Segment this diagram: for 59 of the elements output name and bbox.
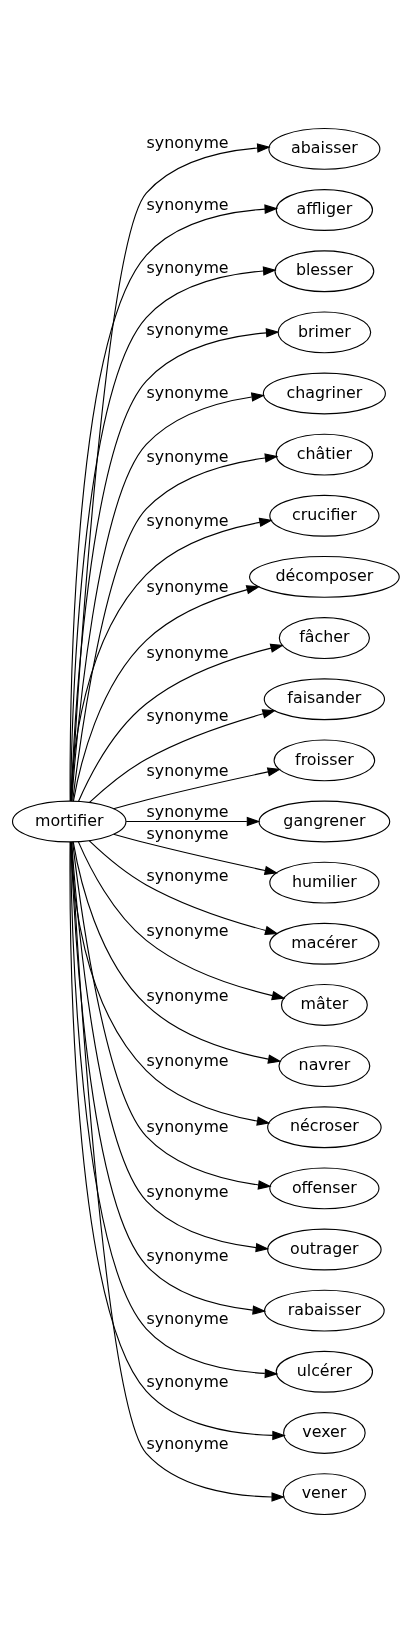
node-ellipse: crucifier — [269, 494, 380, 537]
edge-label: synonyme — [146, 1371, 229, 1391]
arrow — [70, 517, 273, 802]
edge-label: synonyme — [146, 985, 229, 1005]
node-ellipse: blesser — [274, 250, 375, 293]
edge-label: synonyme — [146, 1309, 229, 1329]
arrow — [72, 585, 260, 802]
edge-label: synonyme — [146, 1181, 229, 1201]
arrow — [77, 841, 286, 1001]
edge-label: synonyme — [146, 576, 229, 596]
arrow — [88, 840, 279, 936]
arrow — [88, 709, 276, 803]
node-ellipse: mortifier — [11, 800, 127, 843]
node-ellipse: vexer — [283, 1412, 366, 1454]
node-ellipse: décomposer — [249, 555, 400, 598]
node-ellipse: brimer — [277, 311, 372, 354]
arrow — [78, 643, 284, 802]
edge-label: synonyme — [146, 921, 229, 941]
arrow — [72, 453, 279, 802]
node-ellipse: vener — [282, 1473, 367, 1516]
edge-label: synonyme — [146, 257, 229, 277]
edge-label: synonyme — [146, 133, 229, 152]
arrow — [71, 392, 265, 802]
arrow — [72, 841, 282, 1064]
edge-label: synonyme — [146, 1434, 229, 1454]
node-ellipse: mâter — [280, 984, 368, 1026]
edge-label: synonyme — [146, 705, 229, 725]
node-ellipse: affliger — [275, 189, 374, 231]
node-ellipse: abaisser — [268, 127, 381, 170]
edge-label: synonyme — [146, 511, 229, 531]
node-ellipse: humilier — [269, 861, 380, 904]
node-ellipse: outrager — [267, 1228, 382, 1271]
arrow — [113, 767, 282, 810]
node-ellipse: fâcher — [278, 617, 370, 659]
node-ellipse: offenser — [269, 1167, 380, 1210]
edge-label: synonyme — [146, 319, 229, 339]
edge-label: synonyme — [146, 195, 229, 215]
node-ellipse: rabaisser — [264, 1289, 385, 1332]
edge-label: synonyme — [146, 1051, 229, 1071]
arrow — [125, 816, 261, 827]
edge-label: synonyme — [146, 642, 229, 662]
edge-label: synonyme — [146, 1246, 229, 1266]
node-ellipse: châtier — [275, 433, 374, 476]
arrow — [72, 841, 272, 1190]
edge-label: synonyme — [146, 446, 229, 466]
arrow — [113, 833, 279, 876]
node-ellipse: navrer — [278, 1045, 371, 1088]
node-ellipse: chagriner — [262, 372, 386, 415]
node-ellipse: ulcérer — [275, 1350, 374, 1393]
edge-label: synonyme — [146, 865, 229, 885]
edge-label: synonyme — [146, 823, 229, 843]
edge-label: synonyme — [146, 1116, 229, 1136]
node-ellipse: macérer — [269, 922, 380, 965]
node-ellipse: nécroser — [267, 1106, 382, 1149]
edge-label: synonyme — [146, 761, 229, 781]
node-ellipse: gangrener — [258, 800, 391, 843]
node-ellipse: froisser — [273, 739, 376, 782]
edge-label: synonyme — [146, 383, 229, 403]
edge-label: synonyme — [146, 802, 229, 822]
